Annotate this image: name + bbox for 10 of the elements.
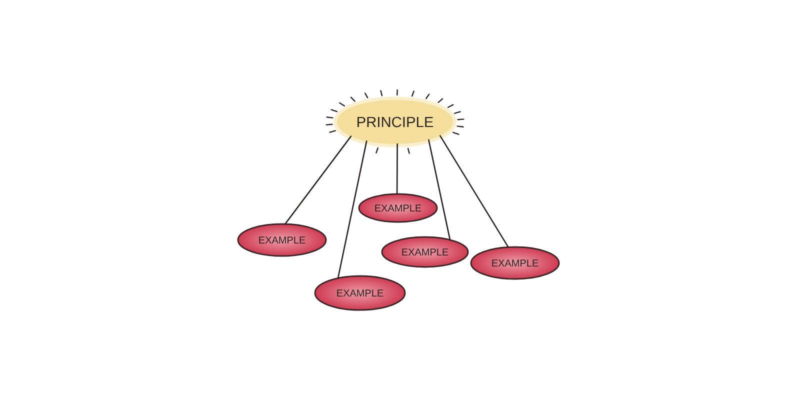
connector-line [440,135,509,248]
ellipse-node: EXAMPLE [314,275,406,311]
connector-line [428,139,451,240]
connector-line [396,143,398,195]
connector-line [337,140,368,279]
ellipse-node: EXAMPLE [470,246,560,280]
connector-line [284,136,352,225]
ellipse-node: EXAMPLE [358,193,438,223]
ellipse-node: EXAMPLE [381,236,469,268]
ellipse-node: EXAMPLE [237,223,327,257]
